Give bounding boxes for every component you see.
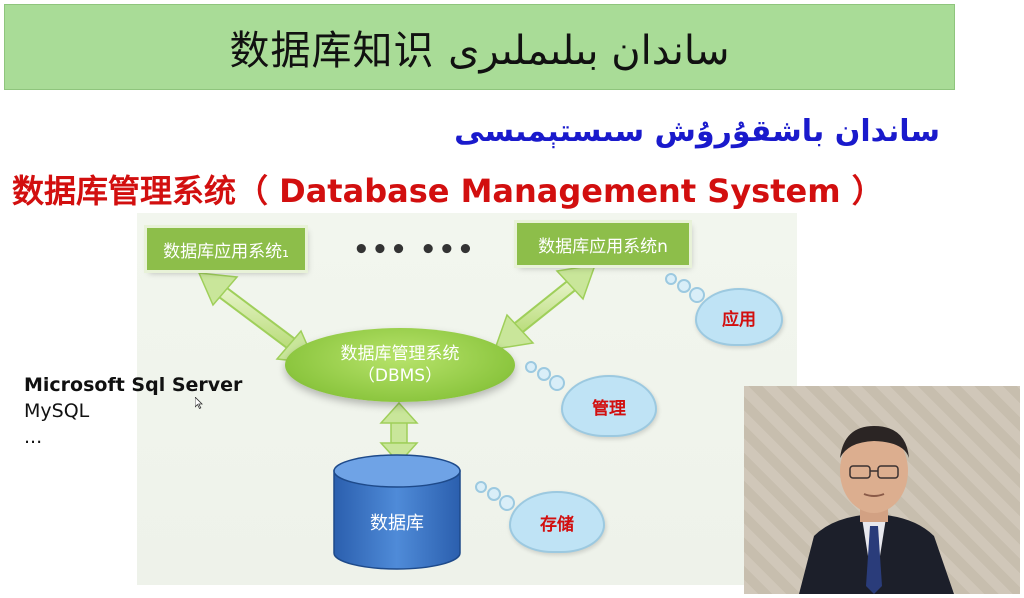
database-label: 数据库 — [370, 513, 424, 534]
bubble-dot — [525, 361, 537, 373]
bubble-dot — [487, 487, 501, 501]
arrow-app1-dbms — [197, 272, 317, 364]
presenter-figure — [744, 386, 1020, 594]
dbms-diagram: 数据库应用系统₁ ••• ••• 数据库应用系统n 数据库管理系统 （DBMS）… — [137, 213, 797, 585]
dbms-example-mysql: MySQL — [24, 400, 90, 422]
dbms-example-sqlserver: Microsoft Sql Server — [24, 374, 243, 396]
arrow-appn-dbms — [493, 264, 597, 350]
presenter-webcam — [744, 386, 1020, 594]
app-system-n-box: 数据库应用系统n — [517, 223, 689, 265]
bubble-dot — [689, 287, 705, 303]
dbms-label: 数据库管理系统 — [340, 344, 460, 364]
bubble-dot — [475, 481, 487, 493]
cloud-application: 应用 — [695, 288, 783, 346]
cloud-management: 管理 — [561, 375, 657, 437]
dbms-example-ellipsis: ... — [24, 426, 43, 448]
ellipsis-dots: ••• ••• — [353, 235, 476, 265]
mouse-pointer-icon — [195, 397, 203, 409]
bubble-dot — [549, 375, 565, 391]
arrow-dbms-database — [379, 401, 419, 465]
app-system-1-box: 数据库应用系统₁ — [147, 228, 305, 270]
dbms-abbrev: （DBMS） — [357, 366, 443, 386]
bubble-dot — [677, 279, 691, 293]
dbms-ellipse: 数据库管理系统 （DBMS） — [285, 328, 515, 402]
slide-title: 数据库知识 ساندان بىلىملىرى — [229, 28, 730, 74]
bubble-dot — [537, 367, 551, 381]
cloud-storage: 存储 — [509, 491, 605, 553]
bubble-dot — [499, 495, 515, 511]
subtitle-uyghur: ساندان باشقۇرۇش سىستېمىسى — [454, 114, 940, 149]
dbms-examples-list: Microsoft Sql Server MySQL ... — [24, 372, 242, 450]
subtitle-chinese: 数据库管理系统（ Database Management System ） — [12, 172, 884, 210]
bubble-dot — [665, 273, 677, 285]
diagram-arrows — [197, 264, 597, 465]
slide-title-bar: 数据库知识 ساندان بىلىملىرى — [4, 4, 955, 90]
database-cylinder-icon — [333, 454, 461, 570]
